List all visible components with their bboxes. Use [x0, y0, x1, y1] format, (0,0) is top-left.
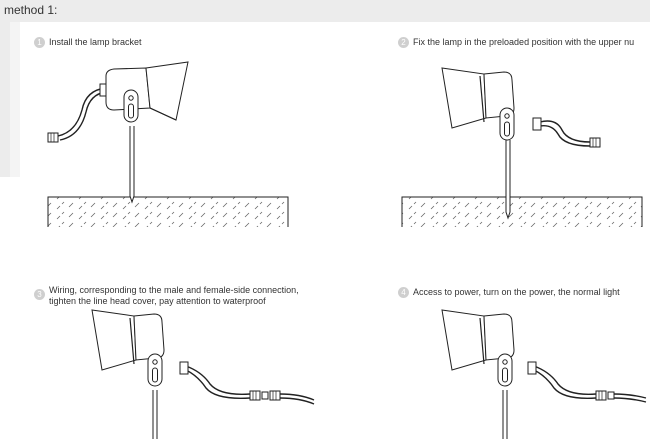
step-4-number: 4: [398, 287, 409, 298]
step-3-caption: 3 Wiring, corresponding to the male and f…: [34, 285, 299, 307]
step-1-caption: 1 Install the lamp bracket: [34, 37, 142, 48]
step-4-illustration: [441, 309, 647, 439]
step-2-caption: 2 Fix the lamp in the preloaded position …: [398, 37, 634, 48]
step-3-text-line1: Wiring, corresponding to the male and fe…: [49, 285, 299, 295]
step-3-number: 3: [34, 289, 45, 300]
side-panel-inner: [10, 22, 20, 177]
header-title: method 1:: [4, 3, 58, 17]
step-2-number: 2: [398, 37, 409, 48]
step-1-illustration: [47, 61, 289, 227]
header-bar: [0, 0, 650, 22]
step-3-illustration: [91, 309, 315, 439]
step-1-text: Install the lamp bracket: [49, 37, 142, 47]
step-3-text-line2: tighten the line head cover, pay attenti…: [49, 296, 266, 306]
step-2-text: Fix the lamp in the preloaded position w…: [413, 37, 635, 47]
step-2-illustration: [401, 67, 643, 227]
step-4-caption: 4 Access to power, turn on the power, the…: [398, 287, 620, 298]
side-panel: [0, 22, 10, 177]
step-1-number: 1: [34, 37, 45, 48]
step-4-text: Access to power, turn on the power, the …: [413, 287, 620, 297]
